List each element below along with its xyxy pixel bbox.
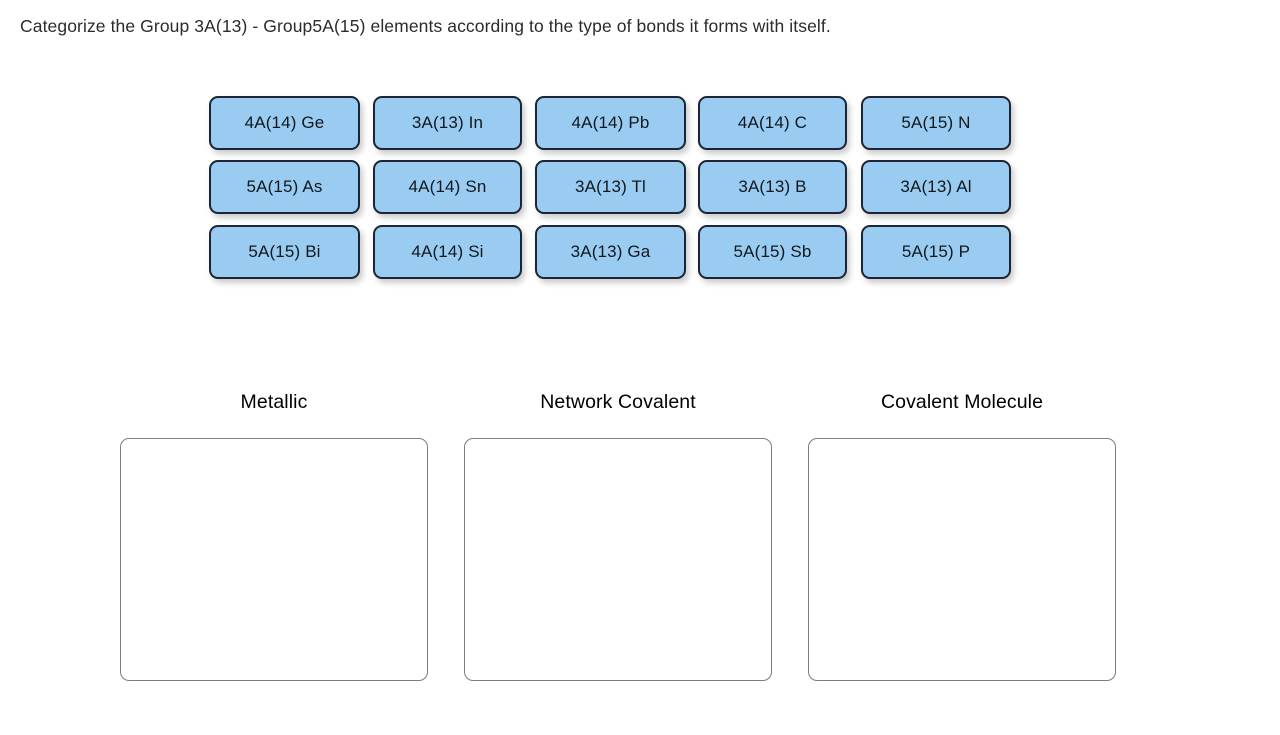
element-tile[interactable]: 4A(14) Pb xyxy=(535,96,686,150)
category-title: Network Covalent xyxy=(540,391,696,413)
category-title: Metallic xyxy=(240,391,308,413)
element-tile[interactable]: 5A(15) Sb xyxy=(698,225,847,279)
element-tile[interactable]: 5A(15) P xyxy=(861,225,1011,279)
category-metallic: Metallic xyxy=(120,388,428,681)
element-tile[interactable]: 4A(14) Ge xyxy=(209,96,360,150)
element-tile[interactable]: 5A(15) Bi xyxy=(209,225,360,279)
element-tile[interactable]: 3A(13) Ga xyxy=(535,225,686,279)
dropzone-metallic[interactable] xyxy=(120,438,428,681)
element-tile-bank: 4A(14) Ge 3A(13) In 4A(14) Pb 4A(14) C 5… xyxy=(0,0,1280,300)
category-network-covalent: Network Covalent xyxy=(464,388,772,681)
element-tile[interactable]: 3A(13) In xyxy=(373,96,522,150)
element-tile[interactable]: 3A(13) Tl xyxy=(535,160,686,214)
page-title: Categorize the Group 3A(13) - Group5A(15… xyxy=(20,16,831,36)
dropzone-covalent-molecule[interactable] xyxy=(808,438,1116,681)
dropzone-network-covalent[interactable] xyxy=(464,438,772,681)
element-tile[interactable]: 4A(14) Si xyxy=(373,225,522,279)
element-tile[interactable]: 5A(15) N xyxy=(861,96,1011,150)
element-tile[interactable]: 4A(14) Sn xyxy=(373,160,522,214)
category-covalent-molecule: Covalent Molecule xyxy=(808,388,1116,681)
category-title: Covalent Molecule xyxy=(880,391,1044,413)
element-tile[interactable]: 4A(14) C xyxy=(698,96,847,150)
element-tile[interactable]: 3A(13) Al xyxy=(861,160,1011,214)
element-tile[interactable]: 5A(15) As xyxy=(209,160,360,214)
element-tile[interactable]: 3A(13) B xyxy=(698,160,847,214)
